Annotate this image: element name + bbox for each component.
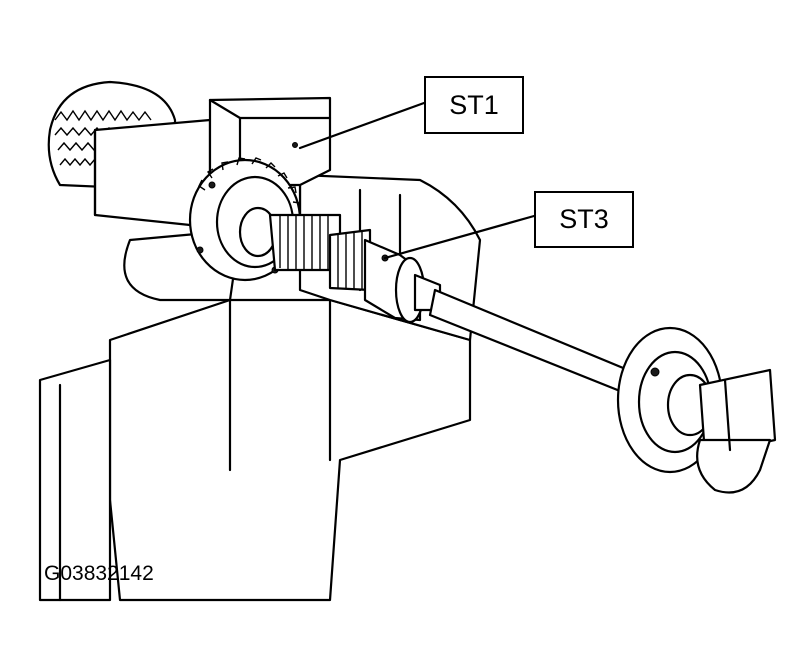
flange-plate [616,326,724,474]
st1-label: ST1 [424,76,524,134]
st3-collar [363,238,442,324]
figure-code: G03832142 [44,562,154,585]
st1-leader [298,101,426,150]
splined-shaft [268,213,372,292]
st3-label: ST3 [534,191,634,248]
press-ram [696,368,777,494]
st3-leader [383,214,536,260]
